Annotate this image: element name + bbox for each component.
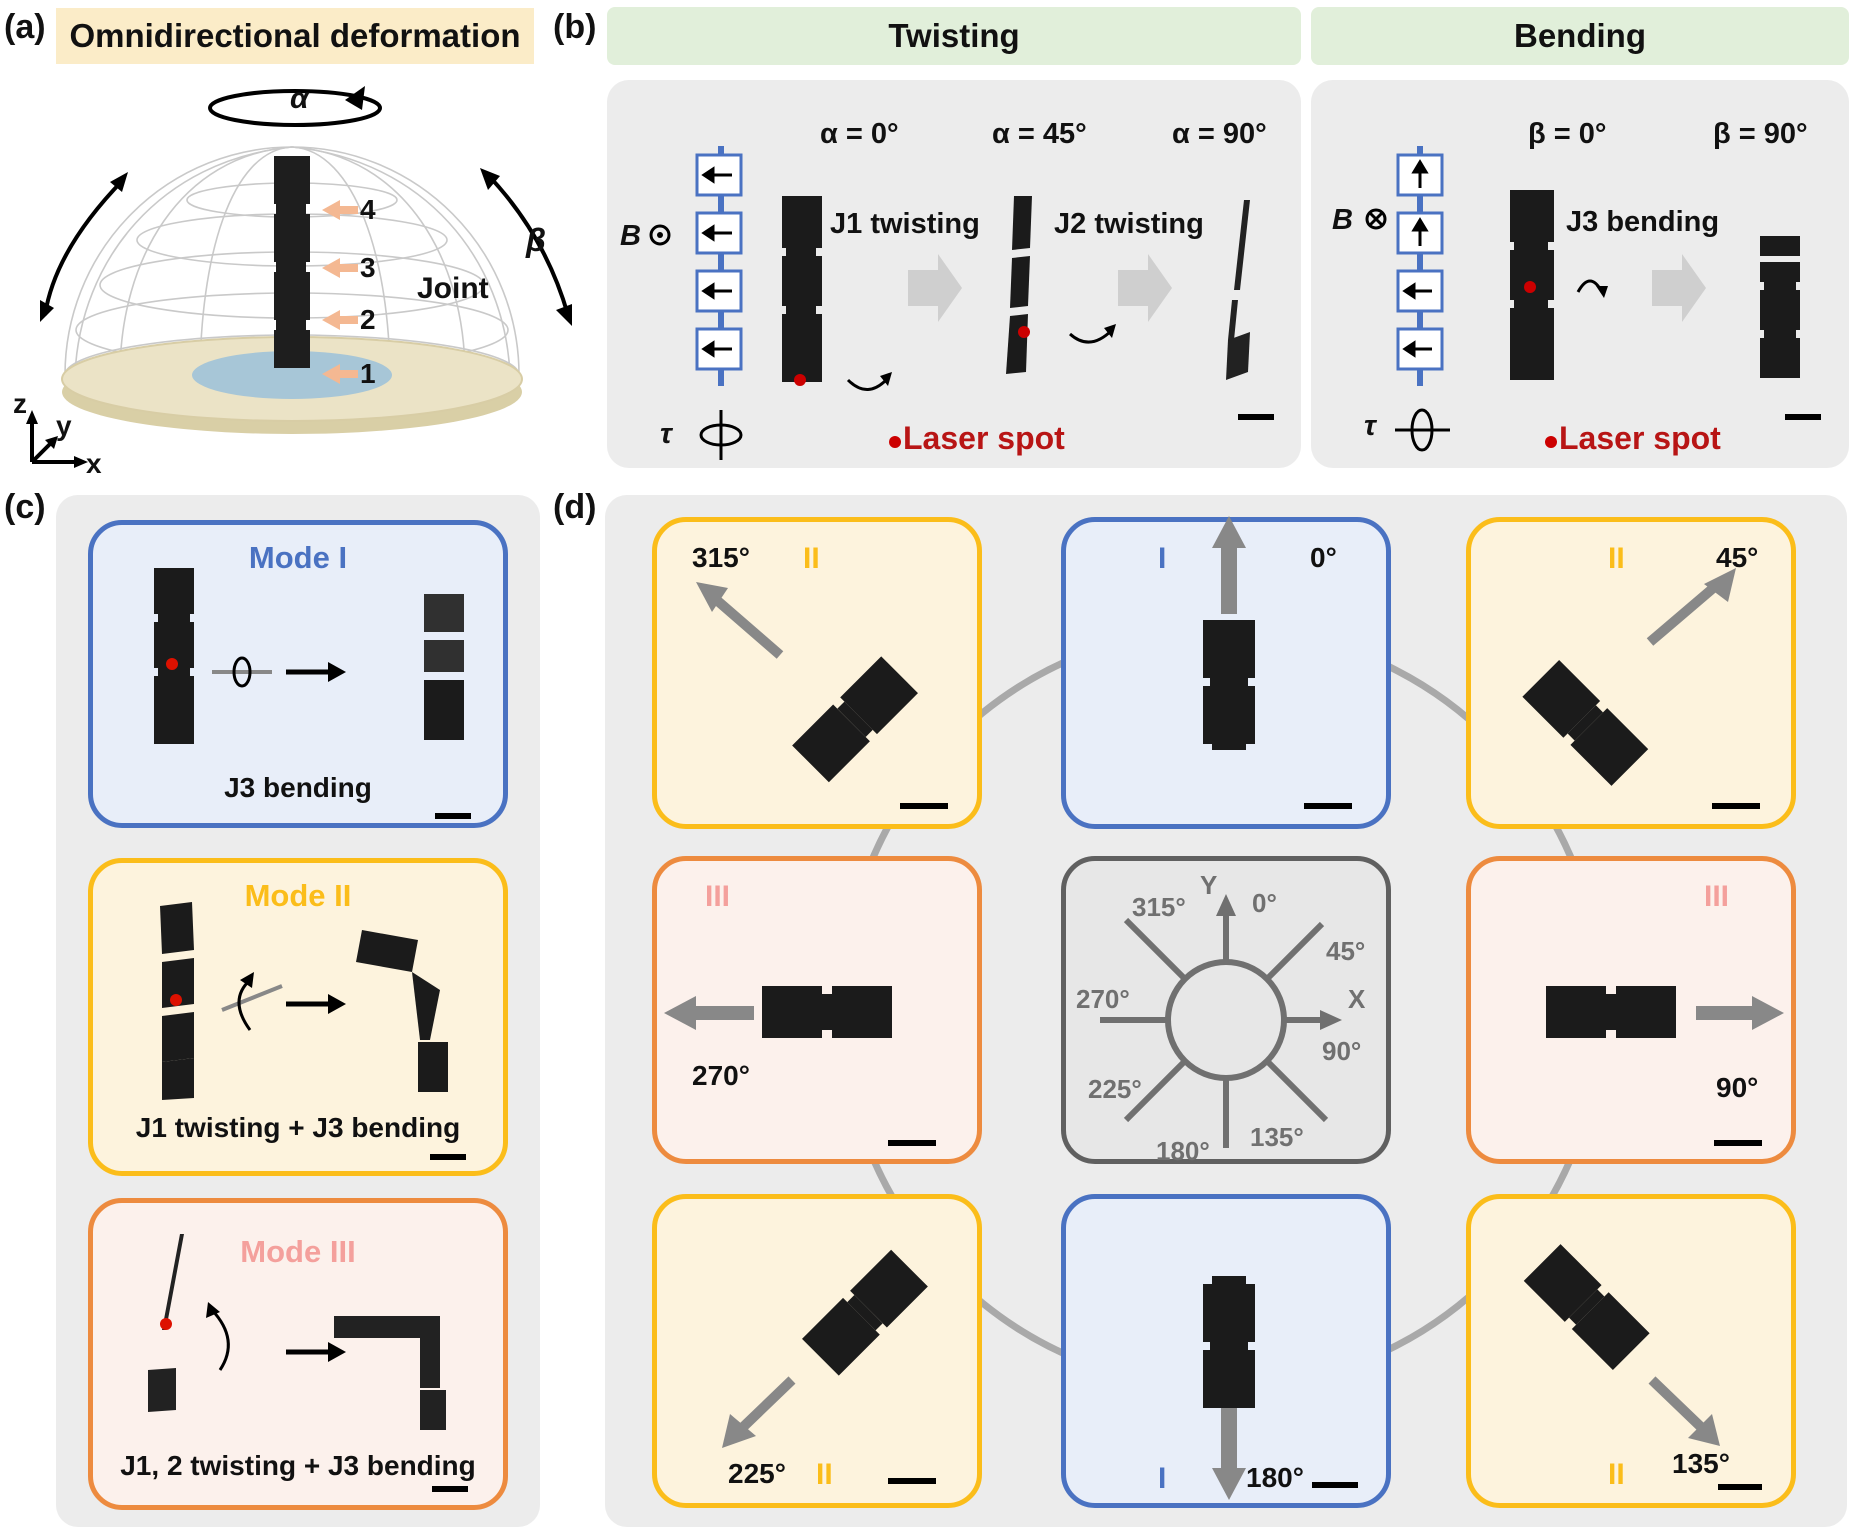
compass-180-label: 180°	[1156, 1136, 1210, 1166]
direction-card-90	[1466, 856, 1796, 1164]
scale-bar	[1312, 1482, 1358, 1488]
bending-torque-label: τ	[1364, 410, 1376, 442]
twisting-angle-0: α = 0°	[820, 118, 899, 150]
direction-90-angle: 90°	[1716, 1072, 1759, 1103]
mode-1-title: Mode I	[248, 540, 348, 575]
bending-field-label: B	[1332, 204, 1353, 236]
mode-2-card	[88, 858, 508, 1176]
panel-a-title: Omnidirectional deformation	[56, 8, 534, 64]
joint-number-3: 3	[360, 252, 376, 283]
j1-twisting-label: J1 twisting	[830, 208, 980, 240]
alpha-label: α	[290, 82, 309, 115]
compass-x-label: X	[1348, 984, 1366, 1014]
axis-z-label: z	[13, 388, 27, 419]
direction-315-angle: 315°	[692, 542, 750, 573]
axis-y-label: y	[56, 410, 72, 441]
scale-bar	[1714, 1140, 1762, 1146]
panel-b-label: (b)	[553, 8, 597, 46]
scale-bar	[1712, 803, 1760, 809]
mode-3-title: Mode III	[240, 1234, 356, 1269]
panel-d-label: (d)	[553, 488, 597, 526]
mode-2-caption: J1 twisting + J3 bending	[135, 1112, 461, 1143]
direction-45-mode: II	[1608, 542, 1625, 575]
direction-270-angle: 270°	[692, 1060, 750, 1091]
scale-bar	[435, 813, 471, 819]
twisting-angle-45: α = 45°	[992, 118, 1087, 150]
compass-0-label: 0°	[1252, 888, 1277, 918]
mode-1-caption: J3 bending	[224, 772, 372, 803]
j3-bending-label: J3 bending	[1566, 206, 1720, 238]
mode-2-title: Mode II	[244, 878, 352, 913]
direction-225-angle: 225°	[728, 1458, 786, 1489]
bending-laser-label: Laser spot	[1559, 420, 1721, 456]
twisting-header: Twisting	[607, 7, 1301, 65]
direction-180-angle: 180°	[1246, 1462, 1304, 1493]
scale-bar	[1785, 414, 1821, 420]
twisting-field-label: B	[620, 220, 641, 252]
mode-3-caption: J1, 2 twisting + J3 bending	[120, 1450, 476, 1481]
compass-225-label: 225°	[1088, 1074, 1142, 1104]
scale-bar	[1304, 803, 1352, 809]
compass-90-label: 90°	[1322, 1036, 1362, 1066]
joint-number-1: 1	[360, 358, 376, 389]
scale-bar	[432, 1486, 468, 1492]
compass-y-label: Y	[1200, 870, 1218, 900]
compass-270-label: 270°	[1076, 984, 1130, 1014]
twisting-torque-label: τ	[660, 418, 672, 450]
direction-180-mode: I	[1158, 1462, 1167, 1495]
twisting-angle-90: α = 90°	[1172, 118, 1267, 150]
direction-card-180	[1061, 1194, 1391, 1508]
direction-0-mode: I	[1158, 542, 1167, 575]
bending-angle-90: β = 90°	[1713, 118, 1808, 150]
direction-135-mode: II	[1608, 1458, 1625, 1491]
scale-bar	[1238, 414, 1274, 420]
direction-card-135	[1466, 1194, 1796, 1508]
scale-bar	[430, 1154, 466, 1160]
panel-a-label: (a)	[4, 8, 46, 46]
direction-225-mode: II	[816, 1458, 833, 1491]
joint-number-2: 2	[360, 304, 376, 335]
direction-270-mode: III	[705, 880, 731, 913]
direction-90-mode: III	[1704, 880, 1730, 913]
direction-card-0	[1061, 517, 1391, 829]
scale-bar	[1718, 1484, 1762, 1490]
compass-135-label: 135°	[1250, 1122, 1304, 1152]
direction-135-angle: 135°	[1672, 1448, 1730, 1479]
direction-45-angle: 45°	[1716, 542, 1759, 573]
scale-bar	[900, 803, 948, 809]
j2-twisting-label: J2 twisting	[1054, 208, 1204, 240]
joint-number-4: 4	[360, 194, 376, 225]
scale-bar	[888, 1478, 936, 1484]
direction-card-270	[652, 856, 982, 1164]
scale-bar	[888, 1140, 936, 1146]
twisting-laser-label: Laser spot	[903, 420, 1065, 456]
compass-315-label: 315°	[1132, 892, 1186, 922]
axis-x-label: x	[86, 448, 102, 479]
direction-315-mode: II	[803, 542, 820, 575]
bending-header: Bending	[1311, 7, 1849, 65]
compass-45-label: 45°	[1326, 936, 1366, 966]
panel-c-label: (c)	[4, 488, 46, 526]
direction-0-angle: 0°	[1310, 542, 1337, 573]
beta-label: β	[526, 222, 546, 258]
bending-angle-0: β = 0°	[1528, 118, 1607, 150]
joint-label: Joint	[417, 272, 489, 305]
